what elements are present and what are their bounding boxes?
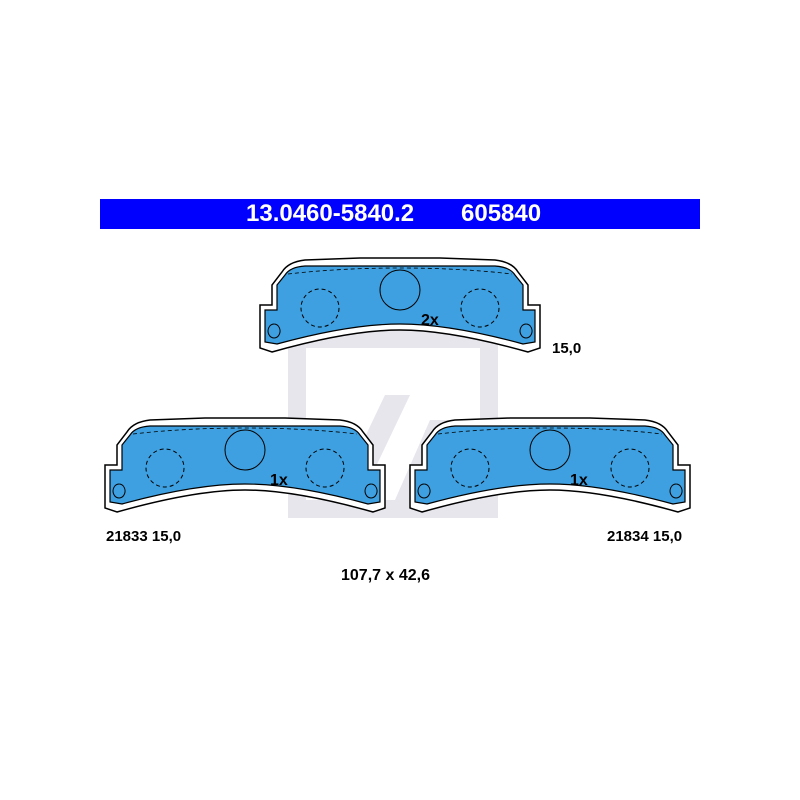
right-pad-code-thickness: 21834 15,0 (607, 528, 683, 545)
right-pad-quantity: 1x (570, 472, 588, 489)
reference-number: 605840 (461, 200, 542, 227)
pad-left (104, 417, 386, 513)
part-number: 13.0460-5840.2 (246, 200, 415, 227)
left-pad-code-thickness: 21833 15,0 (106, 528, 182, 545)
top-pad-quantity: 2x (421, 312, 439, 329)
header-bar: 13.0460-5840.2 605840 (100, 199, 700, 229)
pad-right (409, 417, 691, 513)
top-pad-thickness: 15,0 (552, 340, 582, 357)
pad-top (259, 257, 541, 353)
pad-dimensions: 107,7 x 42,6 (341, 567, 430, 584)
left-pad-quantity: 1x (270, 472, 288, 489)
